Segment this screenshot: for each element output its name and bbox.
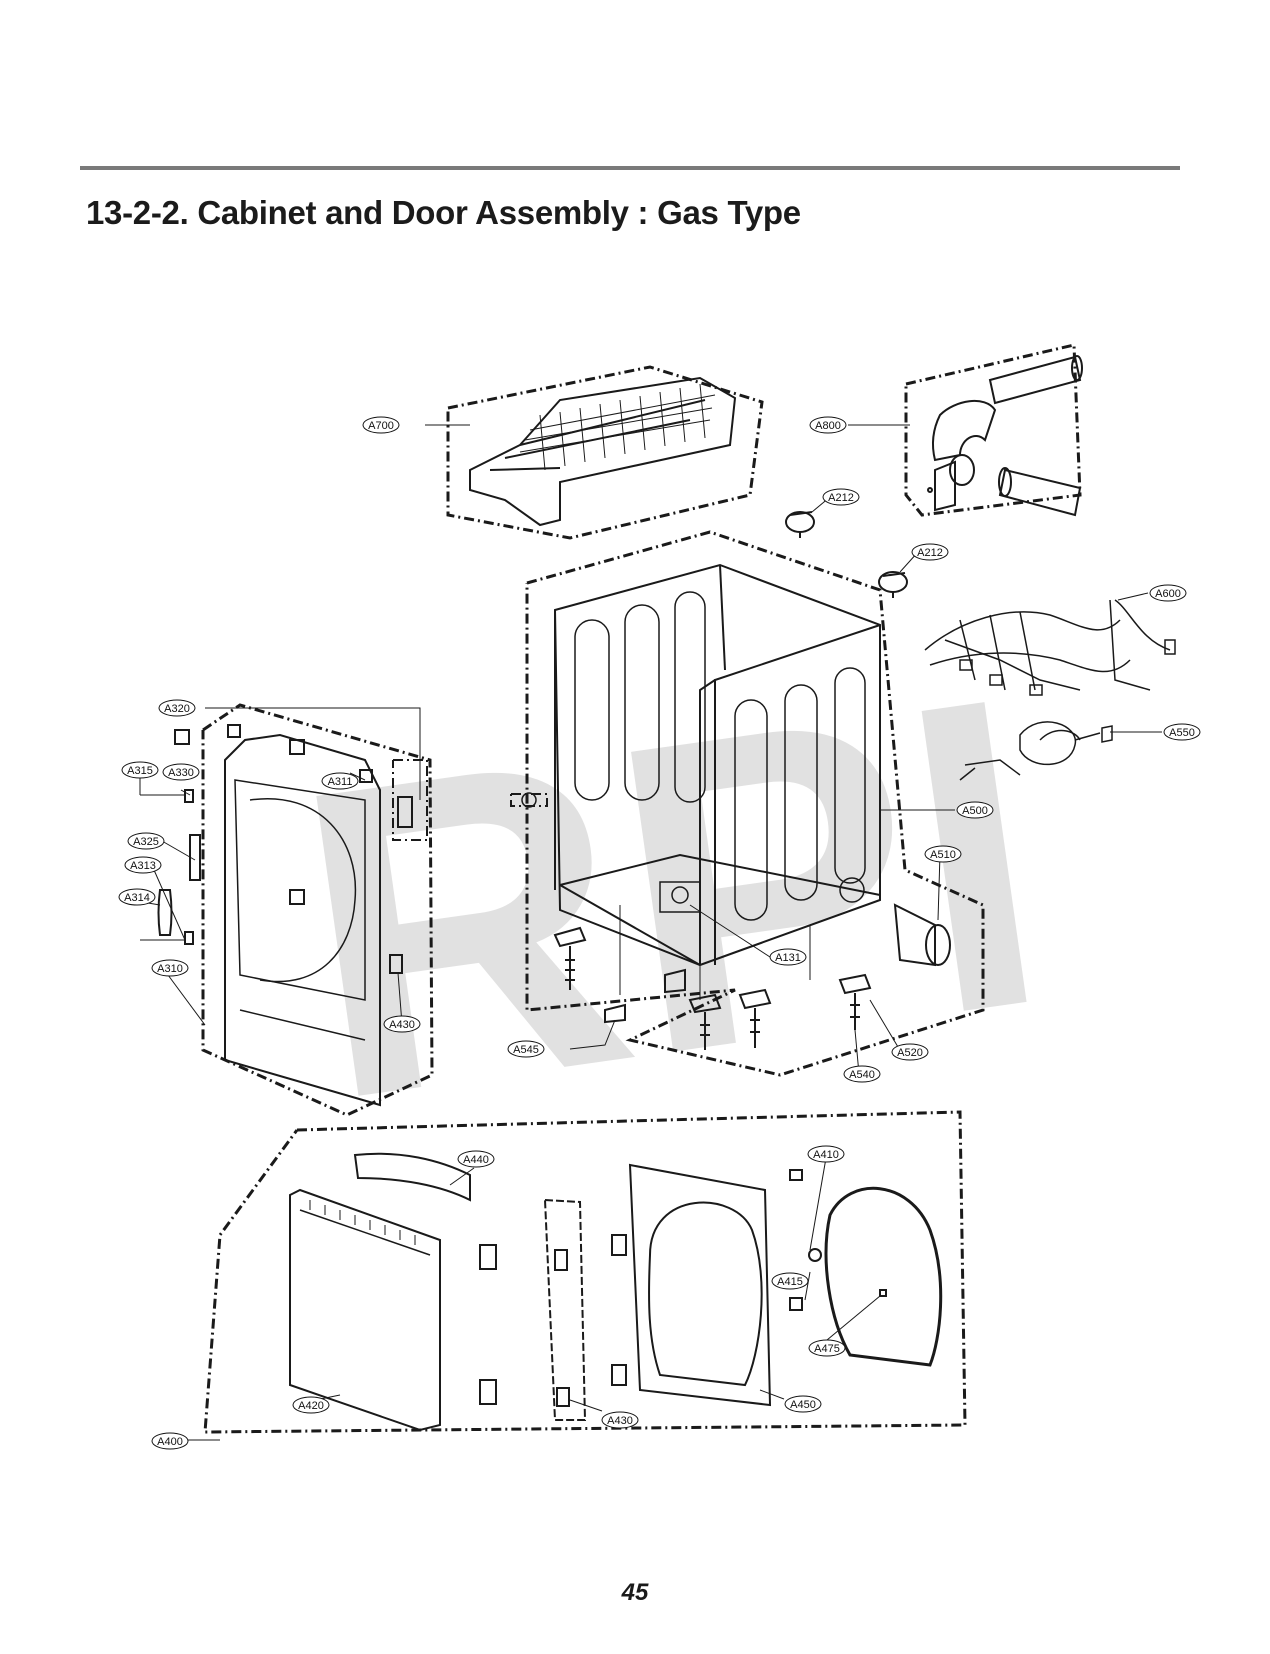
callout-a545: A545 — [507, 1040, 545, 1058]
callout-a330: A330 — [162, 763, 200, 781]
page-title: 13-2-2. Cabinet and Door Assembly : Gas … — [86, 194, 801, 231]
svg-text:A325: A325 — [133, 836, 159, 848]
svg-text:A545: A545 — [513, 1044, 539, 1056]
callout-labels: A700 A800 A212 A212 A600 A550 A500 A510 … — [118, 416, 1201, 1450]
group-boundaries — [201, 343, 1082, 1434]
callout-a410: A410 — [807, 1145, 845, 1163]
leveling-foot-parts — [553, 905, 872, 1050]
callout-a320: A320 — [158, 699, 196, 717]
header-rule — [80, 166, 1180, 170]
svg-text:A800: A800 — [815, 420, 841, 432]
svg-text:A430: A430 — [607, 1415, 633, 1427]
boundary-duct — [904, 343, 1082, 517]
callout-a315: A315 — [121, 761, 159, 779]
svg-text:A440: A440 — [463, 1154, 489, 1166]
front-panel-part — [140, 724, 413, 1107]
callout-a510: A510 — [924, 845, 962, 863]
callout-a400: A400 — [151, 1432, 189, 1450]
exhaust-tube-part — [893, 903, 951, 967]
callout-a131: A131 — [769, 948, 807, 966]
svg-text:A420: A420 — [298, 1400, 324, 1412]
svg-text:A400: A400 — [157, 1436, 183, 1448]
callout-a310: A310 — [151, 959, 189, 977]
svg-text:A510: A510 — [930, 849, 956, 861]
boundary-cabinet — [525, 530, 985, 1077]
svg-text:A450: A450 — [790, 1399, 816, 1411]
callout-a430-upper: A430 — [383, 1015, 421, 1033]
svg-text:A540: A540 — [849, 1069, 875, 1081]
boundary-top-panel — [446, 365, 764, 540]
svg-text:A313: A313 — [130, 860, 156, 872]
svg-text:A212: A212 — [828, 492, 854, 504]
boundary-sensor-bracket — [510, 793, 548, 807]
callout-a420: A420 — [292, 1396, 330, 1414]
callout-a313: A313 — [124, 856, 162, 874]
exhaust-duct-part — [927, 355, 1083, 517]
svg-text:A320: A320 — [164, 703, 190, 715]
callout-a212-lower: A212 — [911, 543, 949, 561]
callout-a415: A415 — [771, 1272, 809, 1290]
boundary-door — [203, 1110, 967, 1434]
thermostat-parts — [785, 511, 908, 598]
svg-text:A212: A212 — [917, 547, 943, 559]
svg-text:A500: A500 — [962, 805, 988, 817]
svg-text:A475: A475 — [814, 1343, 840, 1355]
svg-text:A600: A600 — [1155, 588, 1181, 600]
callout-a430-lower: A430 — [601, 1411, 639, 1429]
svg-text:A520: A520 — [897, 1047, 923, 1059]
callout-a311: A311 — [321, 772, 359, 790]
callout-a450: A450 — [784, 1395, 822, 1413]
callout-a440: A440 — [457, 1150, 495, 1168]
watermark-text: RPI — [274, 605, 1069, 1193]
top-panel-part — [469, 376, 737, 527]
svg-text:A700: A700 — [368, 420, 394, 432]
boundary-front-panel — [201, 703, 434, 1117]
svg-text:A550: A550 — [1169, 727, 1195, 739]
svg-text:A311: A311 — [328, 776, 353, 788]
svg-text:A415: A415 — [777, 1276, 803, 1288]
callout-a475: A475 — [808, 1339, 846, 1357]
callout-a800: A800 — [809, 416, 847, 434]
cabinet-part — [521, 563, 881, 967]
callout-a520: A520 — [891, 1043, 929, 1061]
callout-a314: A314 — [118, 888, 156, 906]
callout-a540: A540 — [843, 1065, 881, 1083]
leader-lines — [139, 424, 1162, 1441]
callout-a700: A700 — [362, 416, 400, 434]
svg-text:A314: A314 — [124, 892, 150, 904]
callout-a550: A550 — [1163, 723, 1201, 741]
callout-a600: A600 — [1149, 584, 1187, 602]
boundary-hinge — [392, 759, 428, 841]
page-number: 45 — [621, 1579, 649, 1606]
svg-text:A330: A330 — [168, 767, 194, 779]
door-assembly-part — [289, 1152, 943, 1432]
callout-a325: A325 — [127, 832, 165, 850]
callout-a212-upper: A212 — [822, 488, 860, 506]
svg-text:A430: A430 — [389, 1019, 415, 1031]
svg-text:A410: A410 — [813, 1149, 839, 1161]
svg-text:A315: A315 — [127, 765, 153, 777]
callout-a500: A500 — [956, 801, 994, 819]
wire-harness-parts — [924, 599, 1176, 781]
svg-text:A131: A131 — [775, 952, 801, 964]
svg-text:A310: A310 — [157, 963, 183, 975]
